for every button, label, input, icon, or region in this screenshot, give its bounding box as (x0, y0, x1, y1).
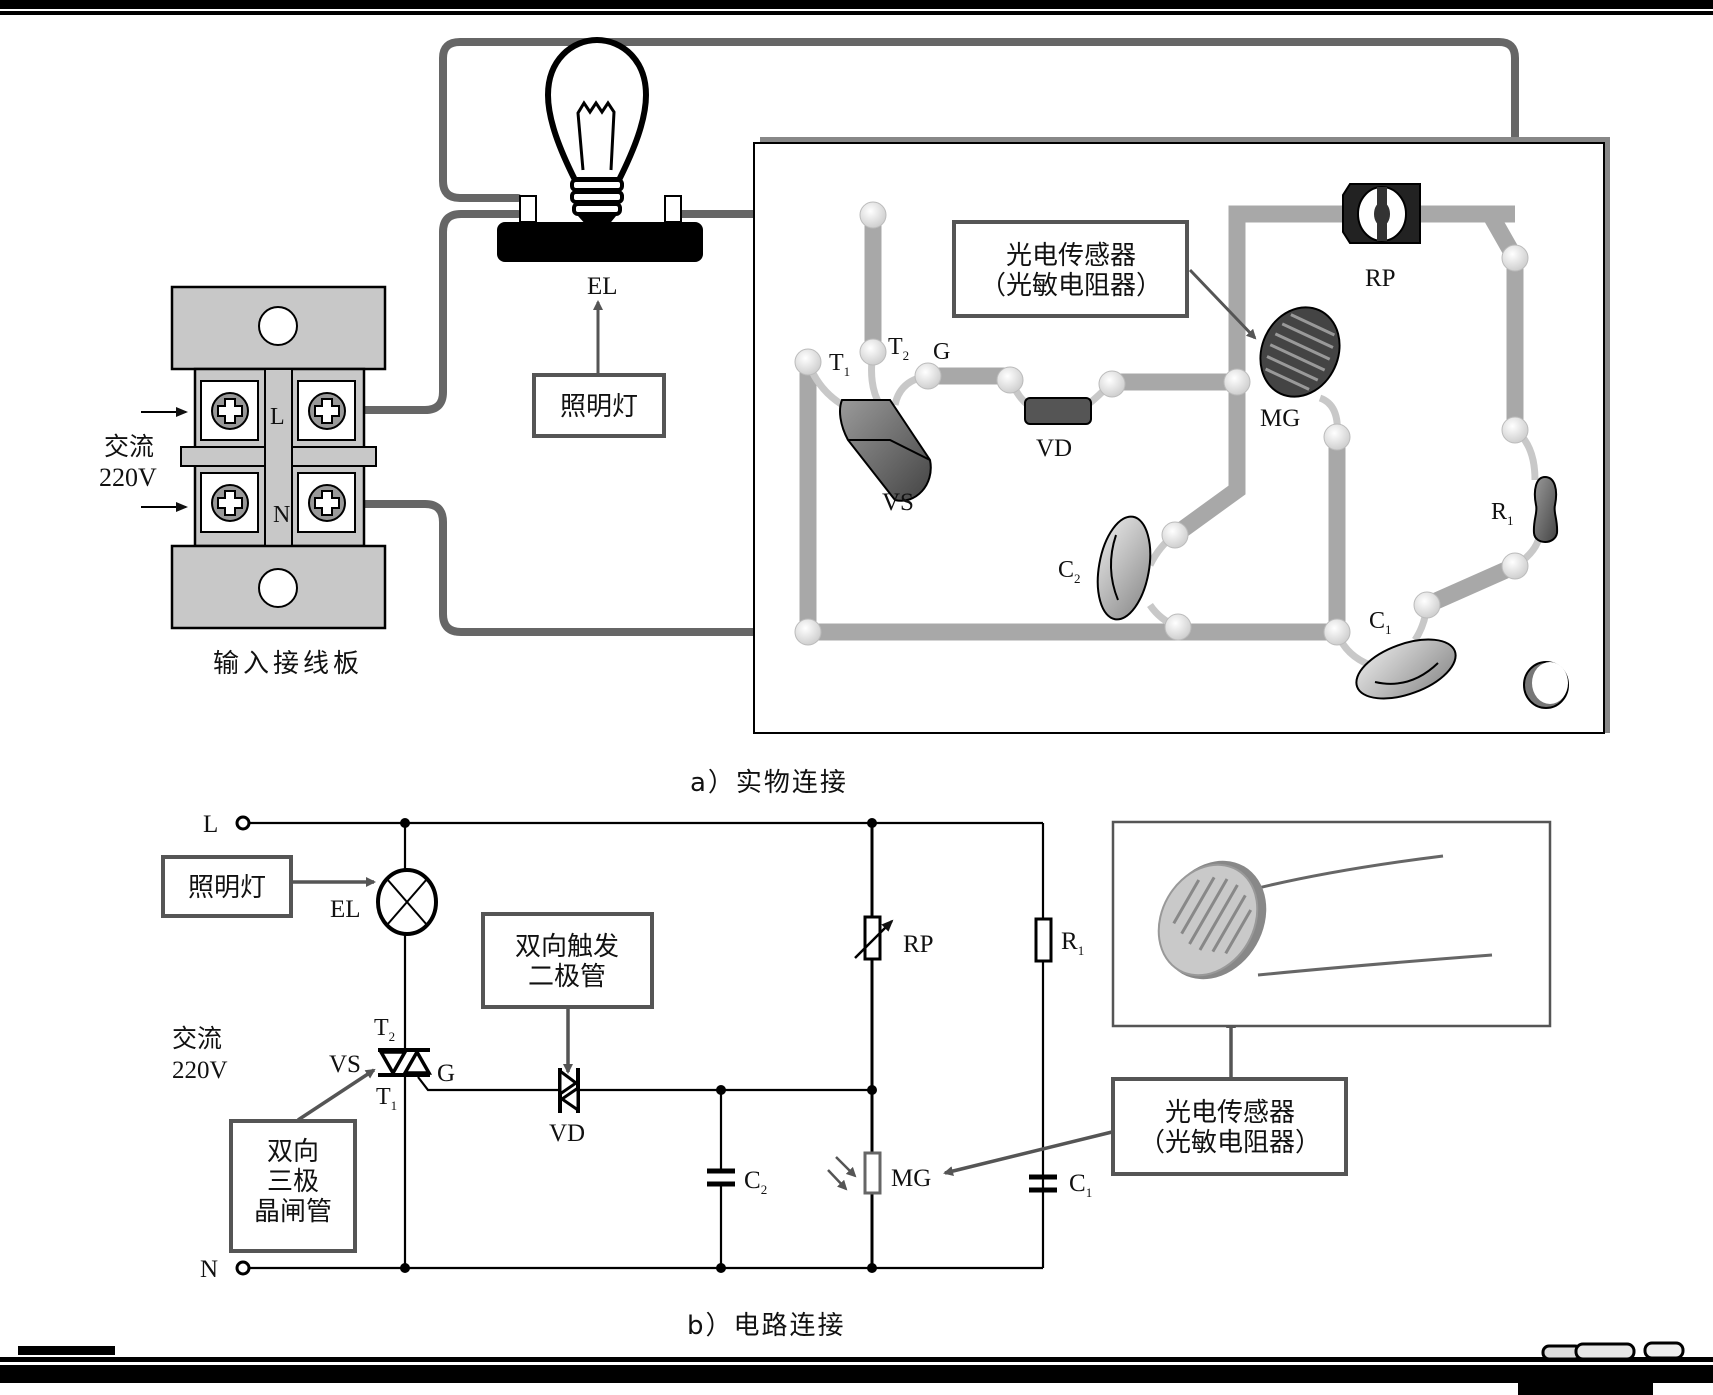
schematic-lamp-callout-box: 照明灯 (161, 855, 293, 918)
schematic-diac-vd: VD (549, 1068, 585, 1147)
schematic-capacitor-c1: C1 (1029, 1170, 1092, 1200)
schematic-r1-designator: R1 (1061, 928, 1084, 958)
pcb-mounting-hole (1523, 661, 1569, 709)
pcb-resistor-r1: R1 (1491, 475, 1559, 543)
pcb-traces (799, 205, 1524, 641)
schematic-resistor-r1: R1 (1034, 917, 1084, 963)
schematic-lamp-designator: EL (330, 896, 361, 923)
solder-pads (794, 201, 1529, 646)
ldr-photo-inset (1111, 820, 1552, 1028)
panel-b-schematic: L N 交流 220V EL 照明灯 (161, 811, 1552, 1341)
schematic-triac-vs: VS T2 T1 G (329, 1015, 455, 1113)
lamp-callout-text: 照明灯 (560, 392, 638, 422)
pcb-ldr-mg: MG (1259, 306, 1341, 432)
schematic-diac-callout-line1: 双向触发 (515, 932, 619, 962)
lamp-designator: EL (587, 273, 618, 300)
schematic-triac-callout-box: 双向 三极 晶闸管 (229, 1119, 357, 1253)
pcb-resistor-designator: R1 (1491, 499, 1514, 528)
schematic-triac-callout-line3: 晶闸管 (254, 1197, 332, 1227)
pcb-capacitor-c2-designator: C2 (1058, 557, 1081, 586)
wire-lamp-to-pcb-top (439, 38, 1519, 262)
schematic-triac-pin-t1: T1 (376, 1084, 397, 1113)
wire-N-to-pcb (347, 500, 812, 636)
schematic-c2-designator: C2 (744, 1167, 767, 1197)
schematic-mg-designator: MG (891, 1165, 931, 1192)
panel-a-physical-wiring: L N 输入接线板 交流 220V EL 照明灯 (99, 36, 1610, 798)
pcb-ldr-callout-arrow (1188, 268, 1257, 340)
schematic-diac-callout-box: 双向触发 二极管 (481, 912, 654, 1009)
schematic-potentiometer-rp: RP (854, 915, 934, 961)
pcb-ldr-designator: MG (1260, 405, 1300, 432)
schematic-supply-voltage: 220V (172, 1057, 228, 1084)
schematic-supply-label: 交流 (172, 1024, 222, 1053)
screw-terminal-L-out (297, 380, 356, 441)
terminal-label-L: L (270, 404, 285, 430)
schematic-lamp-el: EL (330, 868, 438, 936)
schematic-label-L: L (203, 811, 218, 838)
pcb-diac-designator: VD (1036, 435, 1072, 462)
trace-rp-r (1403, 205, 1524, 430)
schematic-c1-designator: C1 (1069, 1170, 1092, 1200)
pcb-ldr-callout-box: 光电传感器 （光敏电阻器） (952, 220, 1189, 318)
lamp-el: EL (497, 36, 703, 300)
schematic-triac-designator: VS (329, 1051, 361, 1078)
ac-input-label: 交流 (104, 432, 154, 461)
pcb-triac-vs: VS T1 T2 G (829, 334, 950, 516)
screw-terminal-N-in (200, 472, 259, 533)
schematic-diac-designator: VD (549, 1120, 585, 1147)
schematic-diac-callout-line2: 二极管 (528, 962, 606, 992)
trace-c2 (1170, 380, 1246, 542)
pcb-capacitor-c1-designator: C1 (1369, 608, 1392, 637)
pcb-triac-pin-t1: T1 (829, 350, 850, 379)
screw-terminal-L-in (200, 380, 259, 441)
schematic-ldr-mg: MG (827, 1151, 931, 1195)
pcb-potentiometer-rp: RP (1342, 183, 1421, 292)
schematic-triac-callout-line1: 双向 (267, 1137, 319, 1167)
panel-b-caption: b）电路连接 (687, 1311, 846, 1341)
pcb-triac-pin-g: G (933, 339, 950, 365)
header-rule (0, 0, 1713, 15)
schematic-ldr-callout-box: 光电传感器 （光敏电阻器） (1111, 1077, 1348, 1176)
pcb-potentiometer-designator: RP (1365, 265, 1396, 292)
schematic-lamp-callout-text: 照明灯 (188, 873, 266, 903)
pcb-capacitor-c2: C2 (1058, 515, 1152, 621)
schematic-capacitor-c2: C2 (707, 1167, 767, 1197)
schematic-label-N: N (200, 1256, 218, 1283)
decorative-pills (1541, 1341, 1685, 1361)
pcb-ldr-callout-line2: （光敏电阻器） (980, 271, 1162, 301)
trace-r1-c1 (1423, 558, 1519, 613)
trace-t1-n (799, 362, 1346, 641)
junction-dots (400, 818, 877, 1273)
lamp-callout-box: 照明灯 (532, 373, 666, 438)
pcb-triac-pin-t2: T2 (888, 334, 909, 363)
schematic-triac-pin-t2: T2 (374, 1015, 395, 1044)
pcb-triac-designator: VS (882, 489, 914, 516)
schematic-terminal-N (235, 1260, 251, 1276)
panel-a-caption: a）实物连接 (690, 768, 848, 798)
footer-rule (0, 1341, 1713, 1395)
schematic-ldr-callout-line2: （光敏电阻器） (1139, 1128, 1321, 1158)
schematic-terminal-L (235, 815, 251, 831)
schematic-wires (249, 821, 1045, 1270)
terminal-block-title: 输入接线板 (213, 649, 363, 679)
input-terminal-block: L N 输入接线板 (170, 285, 387, 679)
screw-terminal-N-out (297, 472, 356, 533)
pcb-diac-vd: VD (1024, 397, 1092, 462)
schematic-triac-callout-arrow (297, 1068, 376, 1122)
schematic-ldr-callout-line1: 光电传感器 (1165, 1098, 1295, 1128)
schematic-triac-pin-g: G (437, 1060, 455, 1087)
schematic-rp-designator: RP (903, 931, 934, 958)
terminal-label-N: N (273, 502, 290, 528)
pcb-ldr-callout-line1: 光电传感器 (1006, 241, 1136, 271)
ac-voltage-label: 220V (99, 463, 157, 492)
wire-L-to-lamp (347, 210, 522, 414)
schematic-ldr-callout-arrow (943, 1130, 1113, 1176)
schematic-triac-callout-line2: 三极 (267, 1167, 319, 1197)
pcb-capacitor-c1: C1 (1355, 608, 1457, 700)
